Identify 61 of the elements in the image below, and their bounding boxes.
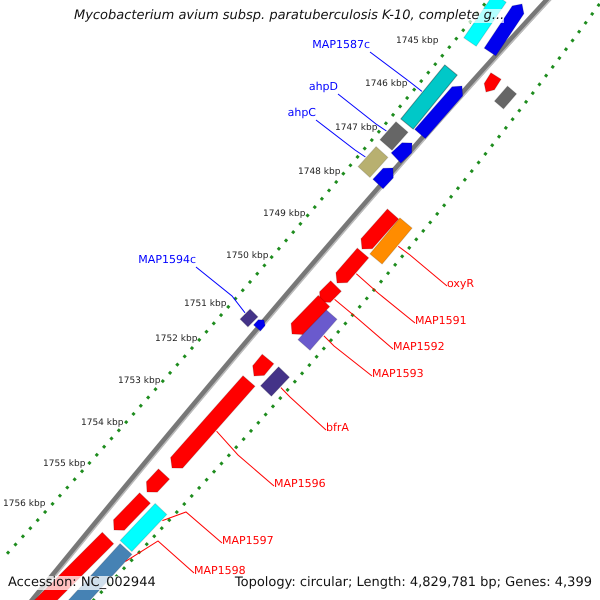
gene-feature [379, 121, 409, 151]
gene-feature [146, 468, 170, 493]
leader-line [370, 52, 422, 92]
gene-label: oxyR [447, 278, 474, 290]
gene-feature [319, 280, 342, 303]
leader-line [216, 430, 274, 486]
tick-label: 1745 kbp [396, 37, 438, 47]
gene-feature [484, 3, 524, 57]
leader-line [196, 266, 246, 314]
gene-label: MAP1598 [194, 565, 246, 578]
gene-label: MAP1591 [415, 315, 467, 328]
tick-label: 1751 kbp [184, 300, 226, 310]
gene-feature [252, 354, 274, 377]
gene-feature [297, 308, 338, 351]
gene-feature [239, 308, 259, 328]
tick-label: 1748 kbp [298, 168, 340, 178]
gene-label: MAP1593 [372, 368, 424, 380]
leader-line [398, 246, 448, 286]
gene-feature [112, 492, 152, 531]
tick-label: 1746 kbp [365, 80, 408, 90]
leader-line [323, 335, 372, 376]
gene-feature [414, 85, 464, 140]
gene-feature [494, 85, 518, 110]
gene-label: ahpD [308, 81, 338, 94]
tick-label: 1756 kbp [3, 500, 46, 510]
gene-label: MAP1592 [393, 341, 445, 354]
leader-line [338, 94, 387, 132]
gene-label: ahpC [288, 107, 316, 120]
leader-line [280, 387, 326, 430]
leader-line [124, 540, 194, 574]
gene-feature [120, 502, 168, 552]
gene-label: bfrA [326, 422, 349, 434]
tick-label: 1749 kbp [263, 210, 306, 220]
gene-label: MAP1597 [222, 535, 274, 548]
tick-label: 1747 kbp [335, 124, 378, 134]
gene-feature [357, 146, 389, 178]
gene-feature [290, 294, 330, 336]
gene-feature [335, 247, 370, 284]
footer-text: Accession: NC_002944 [8, 576, 156, 590]
gene-feature [260, 366, 290, 397]
leader-line [356, 273, 416, 324]
gene-feature [372, 167, 394, 190]
tick-label: 1755 kbp [43, 460, 86, 470]
gene-feature [484, 72, 502, 93]
gene-label: MAP1596 [274, 478, 326, 490]
leader-line [162, 511, 222, 544]
tick-label: 1753 kbp [118, 377, 160, 387]
gene-feature [360, 208, 400, 250]
tick-label: 1754 kbp [81, 419, 124, 429]
gene-feature [170, 375, 256, 469]
gene-feature [390, 142, 413, 164]
leader-line [316, 120, 366, 158]
gene-feature [369, 217, 413, 265]
title: Mycobacterium avium subsp. paratuberculosis K-10, complete g... [74, 9, 504, 24]
gene-label: MAP1594c [138, 254, 196, 266]
tick-label: 1750 kbp [226, 252, 268, 262]
gene-feature [252, 319, 266, 332]
gene-label: MAP1587c [312, 39, 370, 52]
footer-text: Topology: circular; Length: 4,829,781 bp; Genes: 4,399 [234, 576, 592, 590]
tick-label: 1752 kbp [155, 335, 198, 345]
leader-line [334, 298, 394, 350]
